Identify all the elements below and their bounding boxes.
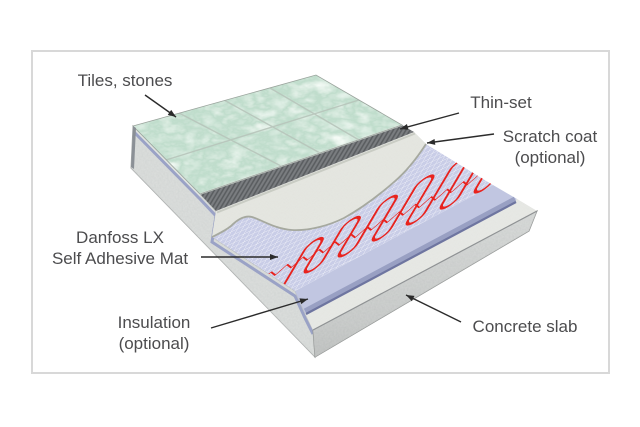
tiles-arrow	[144, 94, 177, 118]
label-insulation: Insulation (optional)	[117, 313, 191, 353]
tile-grout-lines	[165, 87, 360, 167]
corner-edge	[131, 126, 136, 169]
label-tiles-stones: Tiles, stones	[77, 71, 173, 90]
insulation-layer	[295, 185, 517, 315]
label-thinset: Thin-set	[470, 93, 532, 112]
sensor-wire-zigzag	[261, 158, 517, 280]
thinset-arrow	[399, 112, 460, 130]
thinset-layer	[200, 125, 416, 214]
label-scratch-coat: Scratch coat (optional)	[502, 127, 598, 167]
concrete-arrow	[405, 294, 462, 323]
insulation-side-line	[131, 129, 315, 335]
annotation-arrows	[144, 94, 495, 329]
label-concrete-slab: Concrete slab	[472, 317, 578, 336]
label-danfoss-mat: Danfoss LX Self Adhesive Mat	[51, 228, 189, 268]
insulation-arrow	[210, 298, 309, 329]
scratch-arrow	[426, 133, 495, 145]
